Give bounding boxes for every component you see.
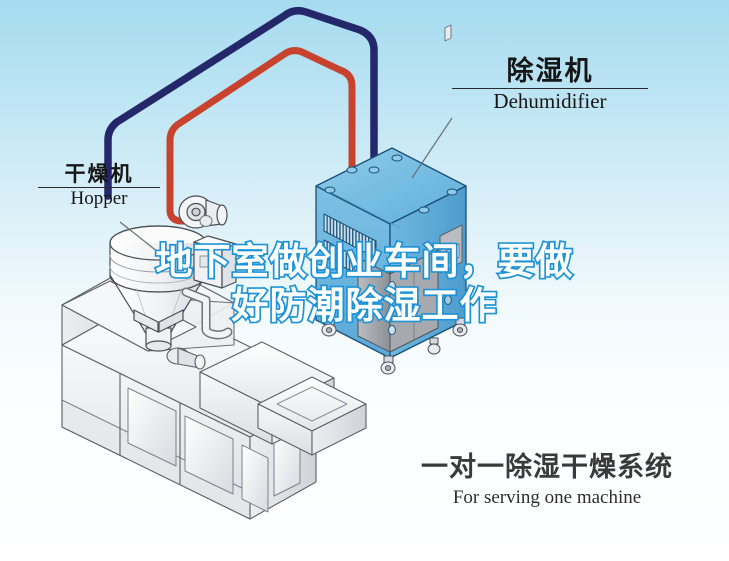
control-display xyxy=(439,24,463,274)
top-fittings xyxy=(324,154,458,214)
label-hopper: 干燥机 Hopper xyxy=(38,163,160,210)
front-door-panel xyxy=(357,257,391,353)
hopper-leader xyxy=(119,221,159,253)
label-dehumidifier-cn: 除湿机 xyxy=(506,56,594,87)
return-air-pipe xyxy=(166,47,356,225)
hopper-dryer xyxy=(109,195,237,352)
pipe-group xyxy=(104,6,378,225)
label-dehumidifier: 除湿机 Dehumidifier xyxy=(452,56,648,114)
label-dehumidifier-en: Dehumidifier xyxy=(493,89,607,114)
hopper-control-box xyxy=(193,235,237,289)
leader-lines xyxy=(119,117,453,253)
casters xyxy=(321,317,468,375)
label-hopper-rule xyxy=(38,187,160,189)
caption-en: For serving one machine xyxy=(452,487,642,509)
label-dehumidifier-rule xyxy=(452,88,648,90)
dehumidifier-leader xyxy=(411,117,453,179)
label-hopper-cn: 干燥机 xyxy=(64,162,134,186)
machine-nozzle xyxy=(166,347,206,370)
system-caption: 一对一除湿干燥系统 For serving one machine xyxy=(392,452,702,509)
dry-air-pipe xyxy=(104,6,378,200)
dehumidifier-unit xyxy=(315,24,468,375)
caption-cn: 一对一除湿干燥系统 xyxy=(421,452,673,483)
label-hopper-en: Hopper xyxy=(70,188,128,210)
